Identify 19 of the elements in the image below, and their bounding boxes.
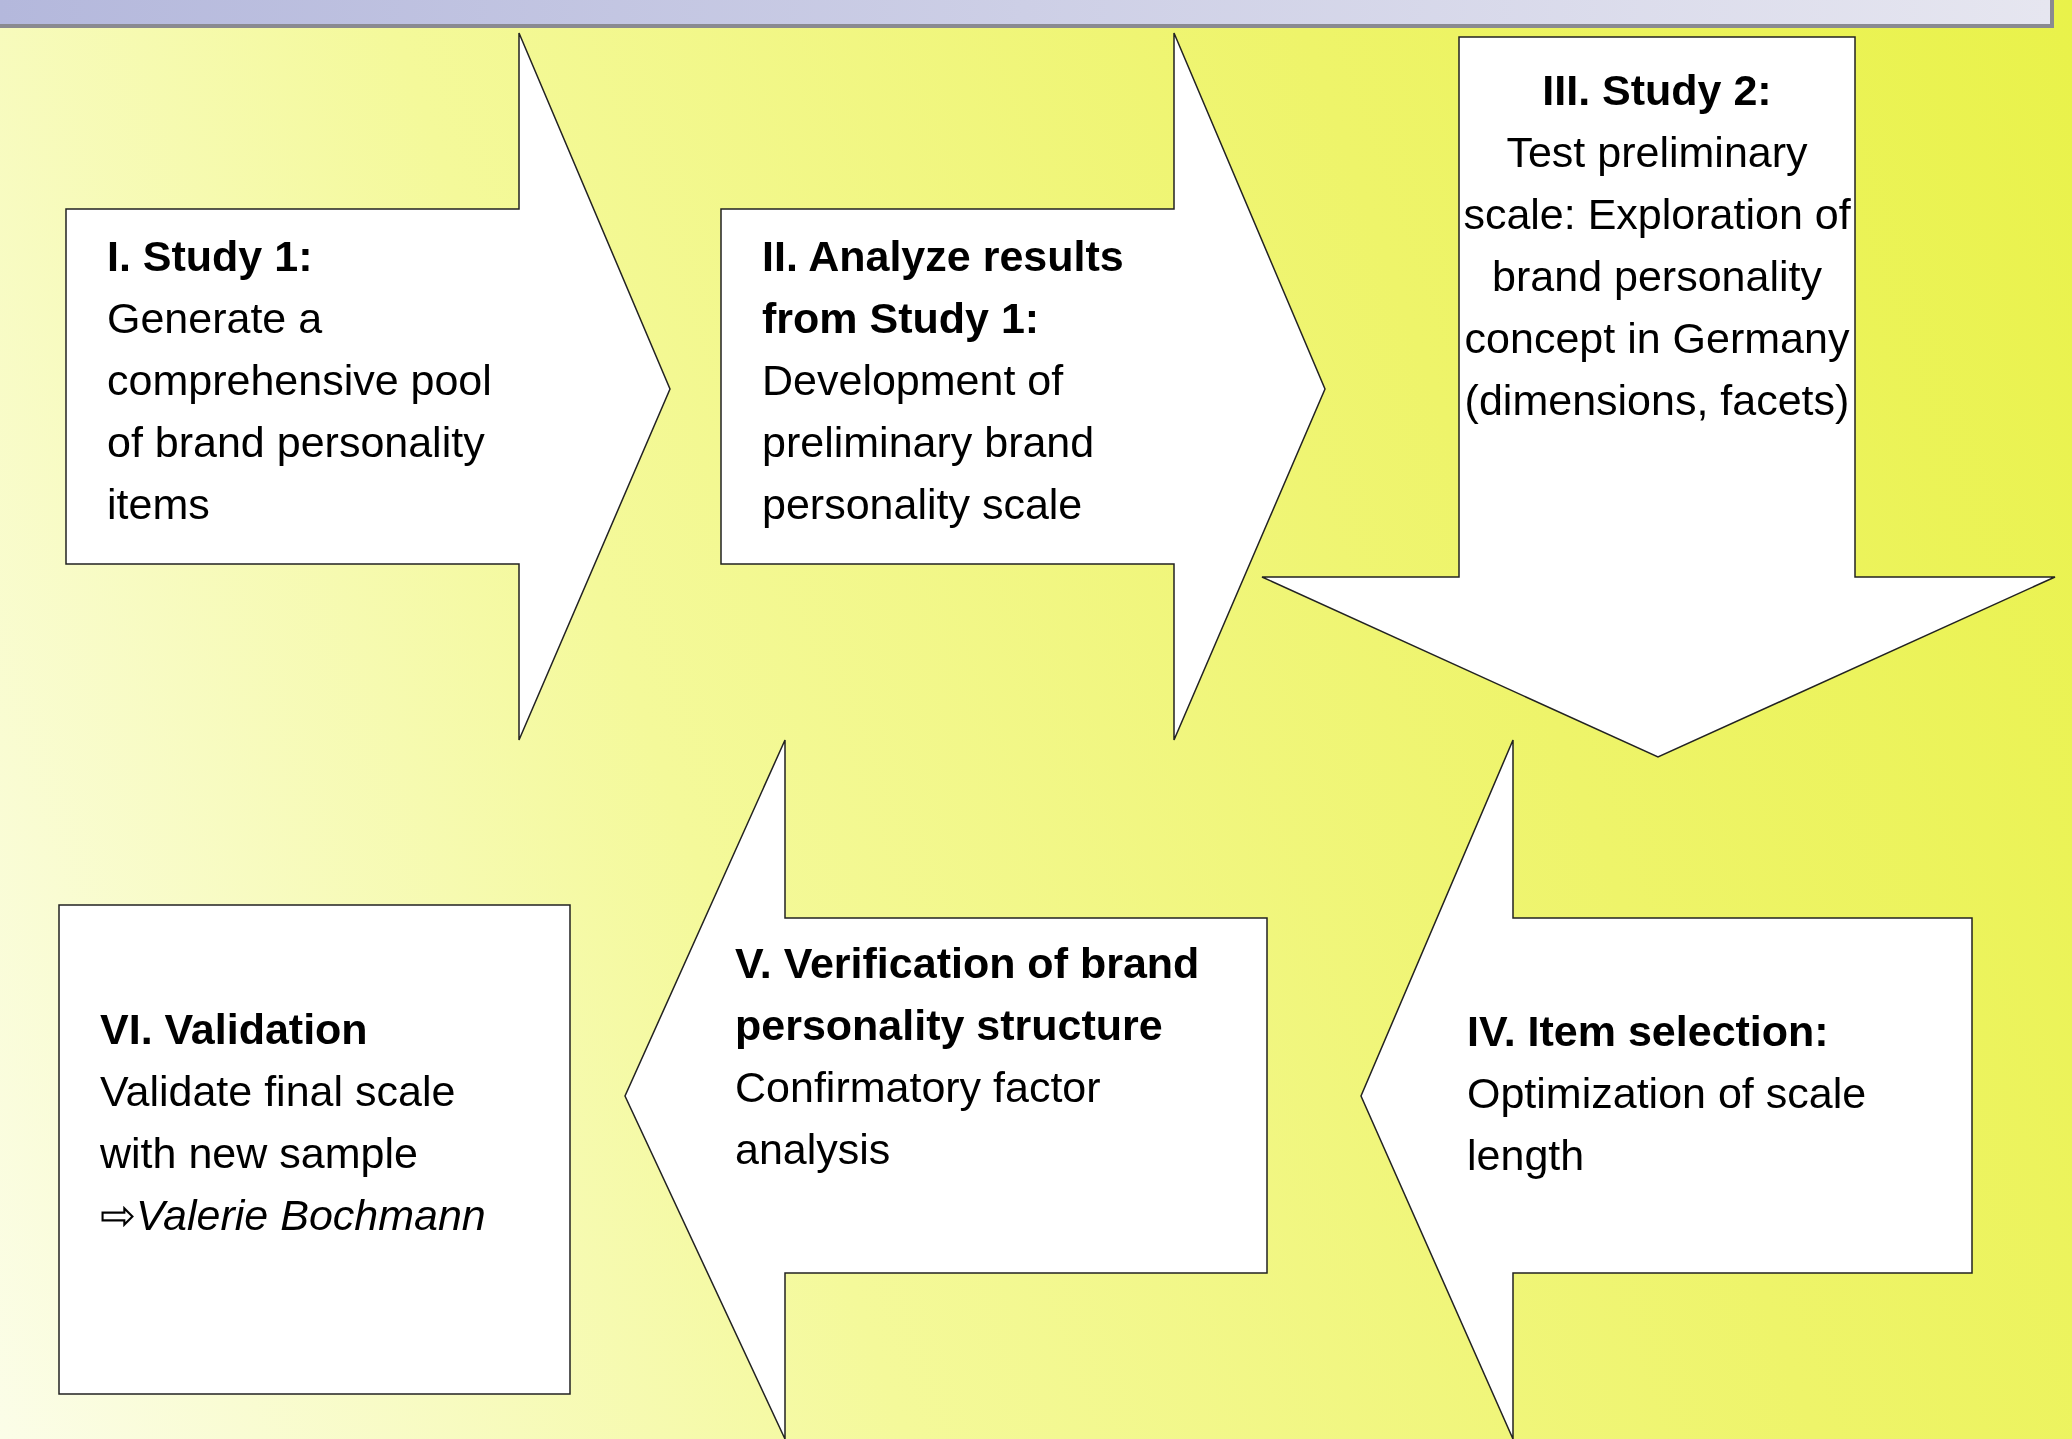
down-arrow-shape: [1262, 37, 2055, 757]
step-description: Optimization of scale length: [1467, 1068, 1868, 1181]
step-description: Development of preliminary brand personality scale: [762, 355, 1096, 530]
step-description: ⇨Valerie Bochmann: [100, 1190, 487, 1241]
step-heading: IV. Item selection:: [1467, 1006, 1830, 1057]
step-heading: V. Verification of brand personality structure: [735, 938, 1201, 1051]
step-description: Validate final scale with new sample: [100, 1066, 457, 1179]
step-heading: II. Analyze results from Study 1:: [762, 231, 1125, 344]
left-arrow-shape: [625, 740, 1267, 1439]
step-description: Generate a comprehensive pool of brand personality items: [107, 293, 493, 530]
step-box: [59, 905, 570, 1394]
step-description: Confirmatory factor analysis: [735, 1062, 1102, 1175]
step-heading: VI. Validation: [100, 1004, 369, 1055]
right-arrow-shape: [66, 33, 670, 740]
step-heading: III. Study 2:: [1541, 65, 1773, 116]
left-arrow-shape: [1361, 740, 1972, 1439]
right-arrow-shape: [721, 33, 1325, 740]
step-description: Test preliminary scale: Exploration of brand personality concept in Germany (dimensions, facets): [1462, 127, 1852, 426]
step-heading: I. Study 1:: [107, 231, 314, 282]
